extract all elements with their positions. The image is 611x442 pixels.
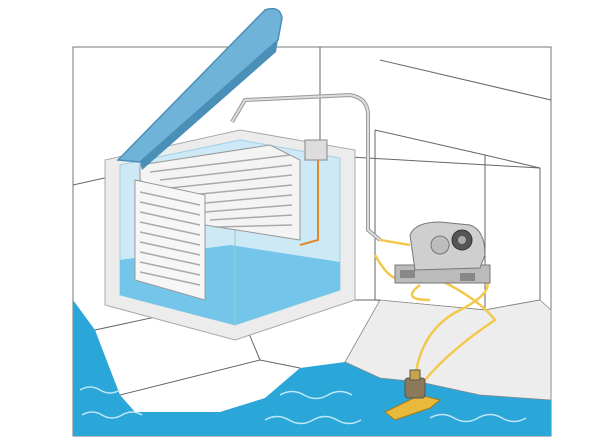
- compressor-unit: [394, 221, 491, 284]
- refrigerant-line-inner: [231, 93, 381, 241]
- thru-hull-fitting: [384, 369, 442, 421]
- wave-lines: [79, 386, 527, 425]
- floor-surface: [344, 299, 552, 401]
- expansion-valve: [304, 139, 328, 161]
- evaporator-plate-side: [134, 179, 206, 301]
- icebox-lid-edge: [140, 40, 278, 170]
- evaporator-plate-back: [139, 144, 301, 241]
- icebox-lid: [116, 7, 283, 163]
- copper-capillary-line: [299, 160, 319, 246]
